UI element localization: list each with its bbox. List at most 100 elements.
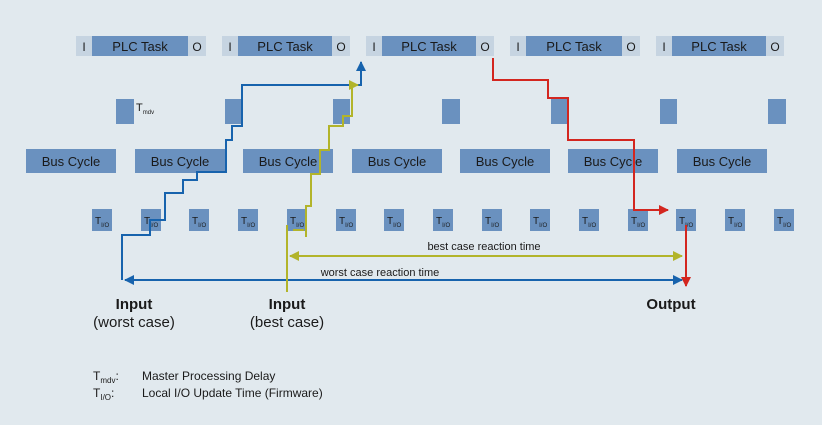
legend-symbol-tio: TI/O:: [93, 386, 114, 402]
plc-task-in-label: I: [82, 40, 85, 54]
bus-cycle-box: [677, 149, 767, 173]
plc-task-output-slot: [332, 36, 350, 56]
bus-cycle-label: Bus Cycle: [476, 154, 535, 169]
input-best-title: Input: [269, 296, 306, 313]
plc-task-box: [672, 36, 766, 56]
tio-block-label: TI/O: [631, 216, 645, 229]
tio-block: TI/O: [579, 209, 599, 231]
plc-task-input-slot: [366, 36, 382, 56]
plc-task-4: I PLC Task O: [510, 36, 640, 56]
worst-case-signal-path: [121, 61, 366, 280]
tio-block-label: TI/O: [679, 216, 693, 229]
tio-block-rect: [384, 209, 404, 231]
worst-case-reaction-dimension: worst case reaction time: [124, 267, 683, 285]
tio-block-label: TI/O: [728, 216, 742, 229]
tmdv-label: Tmdv: [136, 102, 154, 116]
bus-cycle-label: Bus Cycle: [151, 154, 210, 169]
bus-cycle-label: Bus Cycle: [584, 154, 643, 169]
tio-block: TI/O: [676, 209, 696, 231]
legend-text-tmdv: Master Processing Delay: [142, 369, 275, 383]
tio-block-rect: [287, 209, 307, 231]
legend-text-tio: Local I/O Update Time (Firmware): [142, 386, 323, 400]
tmdv-block: [768, 99, 786, 124]
bus-cycle-label: Bus Cycle: [368, 154, 427, 169]
best-case-reaction-label: best case reaction time: [427, 241, 540, 253]
tio-block-label: TI/O: [192, 216, 206, 229]
best-case-signal-path: [305, 80, 359, 237]
tio-block: TI/O: [530, 209, 550, 231]
tio-block-rect: [482, 209, 502, 231]
tio-block-label: TI/O: [387, 216, 401, 229]
tio-block: TI/O: [482, 209, 502, 231]
plc-task-label: PLC Task: [257, 39, 313, 54]
tio-block: TI/O: [628, 209, 648, 231]
tio-block: TI/O: [336, 209, 356, 231]
tio-row: TI/O TI/O TI/O TI/O TI/O TI/O TI/O TI/O TI/O TI/O…: [92, 209, 794, 231]
bus-cycle-box: [243, 149, 333, 173]
plc-task-in-label: I: [662, 40, 665, 54]
plc-task-label: PLC Task: [112, 39, 168, 54]
legend: Tmdv: Master Processing Delay TI/O: Loca…: [93, 369, 323, 402]
bus-cycle-box: [568, 149, 658, 173]
plc-task-1: I PLC Task O: [76, 36, 206, 56]
plc-task-box: [238, 36, 332, 56]
tio-block-label: TI/O: [144, 216, 158, 229]
tio-block-rect: [336, 209, 356, 231]
plc-task-input-slot: [510, 36, 526, 56]
tmdv-block: [333, 99, 350, 124]
tio-block-rect: [676, 209, 696, 231]
legend-item-tio: TI/O: Local I/O Update Time (Firmware): [93, 386, 323, 402]
input-best-case-marker: Input (best case): [250, 296, 324, 331]
tio-block-rect: [433, 209, 453, 231]
plc-task-in-label: I: [372, 40, 375, 54]
plc-task-out-label: O: [336, 40, 345, 54]
tio-block-rect: [579, 209, 599, 231]
tio-block-rect: [189, 209, 209, 231]
bus-cycle-box: [352, 149, 442, 173]
worst-case-reaction-label: worst case reaction time: [320, 267, 440, 279]
plc-task-label: PLC Task: [401, 39, 457, 54]
tmdv-block: [116, 99, 134, 124]
tio-block-label: TI/O: [241, 216, 255, 229]
plc-task-input-slot: [222, 36, 238, 56]
input-best-subtitle: (best case): [250, 314, 324, 331]
tio-block-rect: [530, 209, 550, 231]
tio-block-label: TI/O: [777, 216, 791, 229]
tio-block-label: TI/O: [436, 216, 450, 229]
plc-task-3: I PLC Task O: [366, 36, 494, 56]
tio-block-label: TI/O: [533, 216, 547, 229]
bus-cycle-box: [460, 149, 550, 173]
tio-block: TI/O: [725, 209, 745, 231]
bus-cycle-label: Bus Cycle: [259, 154, 318, 169]
plc-task-output-slot: [476, 36, 494, 56]
output-marker: Output: [646, 296, 695, 313]
output-title: Output: [646, 296, 695, 313]
bus-cycle-box: [135, 149, 225, 173]
plc-task-in-label: I: [516, 40, 519, 54]
tio-block-rect: [628, 209, 648, 231]
plc-task-5: I PLC Task O: [656, 36, 784, 56]
tio-block: TI/O: [384, 209, 404, 231]
tio-block-rect: [92, 209, 112, 231]
plc-task-out-label: O: [626, 40, 635, 54]
tmdv-block: [660, 99, 677, 124]
input-worst-case-marker: Input (worst case): [93, 296, 175, 331]
plc-task-out-label: O: [770, 40, 779, 54]
plc-task-row: I PLC Task O I PLC Task O I PLC Task O I…: [76, 36, 784, 56]
legend-symbol-tmdv: Tmdv:: [93, 369, 119, 385]
tio-block: TI/O: [433, 209, 453, 231]
tio-block-label: TI/O: [485, 216, 499, 229]
bus-cycle-label: Bus Cycle: [42, 154, 101, 169]
tmdv-block: [442, 99, 460, 124]
best-case-reaction-dimension: best case reaction time: [289, 241, 683, 261]
plc-task-output-slot: [622, 36, 640, 56]
tio-block: TI/O: [774, 209, 794, 231]
plc-task-label: PLC Task: [546, 39, 602, 54]
plc-task-in-label: I: [228, 40, 231, 54]
plc-task-box: [526, 36, 622, 56]
plc-task-output-slot: [188, 36, 206, 56]
plc-task-box: [382, 36, 476, 56]
tio-block-rect: [238, 209, 258, 231]
plc-task-2: I PLC Task O: [222, 36, 350, 56]
